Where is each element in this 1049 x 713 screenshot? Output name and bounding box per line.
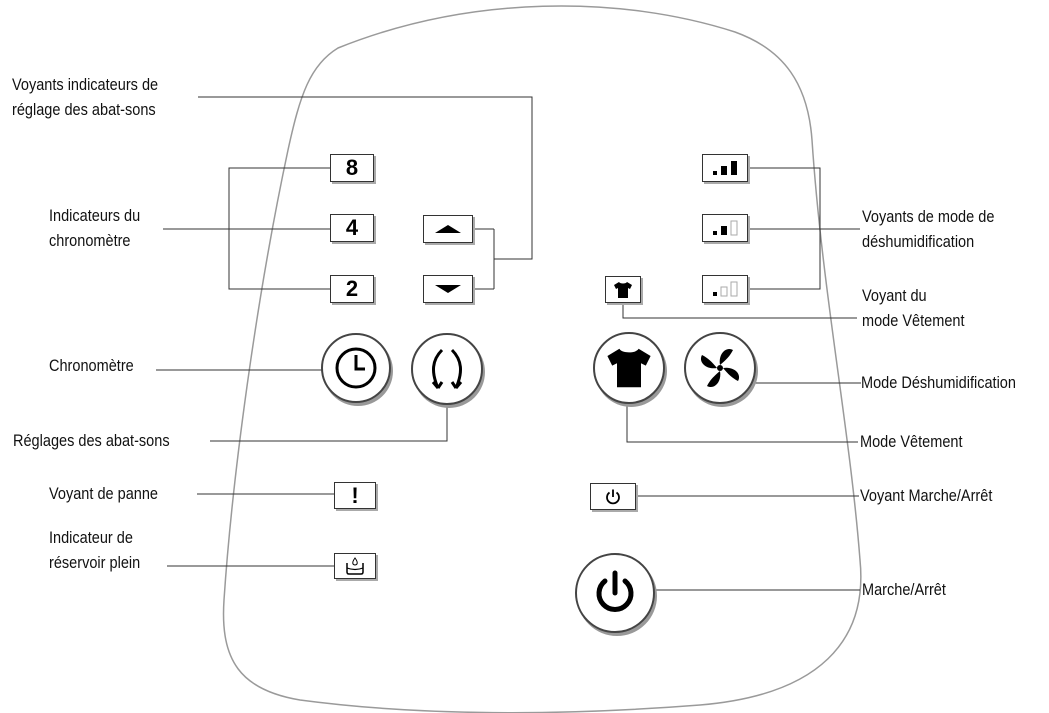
shirt-icon [607, 348, 651, 388]
clothes-light-label: Voyant du mode Vêtement [862, 287, 965, 330]
power-button[interactable] [575, 553, 655, 633]
signal-low-icon [713, 281, 738, 297]
dehum-level-high-indicator [702, 154, 748, 182]
power-icon [596, 570, 634, 612]
timer-indicator-2: 2 [330, 275, 374, 303]
clothes-mode-label: Mode Vêtement [860, 433, 963, 451]
louver-up-indicator [423, 215, 473, 243]
fault-light-label: Voyant de panne [49, 485, 159, 503]
clothes-mode-light [605, 276, 641, 303]
timer-indicator-4: 4 [330, 214, 374, 242]
clothes-mode-button[interactable] [593, 332, 665, 404]
signal-high-icon [713, 161, 737, 175]
arrow-down-icon [435, 285, 461, 293]
dehum-mode-lights-label: Voyants de mode de déshumidification [862, 208, 995, 251]
panel-outline [222, 5, 862, 713]
power-light [590, 483, 636, 510]
dehum-level-low-indicator [702, 275, 748, 303]
shirt-icon [614, 281, 632, 298]
tank-full-label: Indicateur de réservoir plein [49, 529, 141, 572]
louver-icon [431, 348, 463, 389]
clock-icon [335, 347, 377, 389]
arrow-up-icon [435, 225, 461, 233]
timer-button[interactable] [321, 333, 391, 403]
timer-indicators-label: Indicateurs du chronomètre [49, 207, 141, 250]
louver-settings-label: Réglages des abat-sons [13, 432, 170, 450]
dehum-mode-label: Mode Déshumidification [861, 374, 1016, 392]
fan-icon [701, 348, 739, 388]
dehum-level-medium-indicator [702, 214, 748, 242]
dehum-mode-button[interactable] [684, 332, 756, 404]
power-light-label: Voyant Marche/Arrêt [860, 487, 993, 505]
water-tank-icon [346, 557, 364, 575]
signal-medium-icon [713, 220, 738, 236]
tank-full-indicator [334, 553, 376, 579]
fault-light: ! [334, 482, 376, 509]
louver-down-indicator [423, 275, 473, 303]
timer-indicator-8: 8 [330, 154, 374, 182]
louver-button[interactable] [411, 333, 483, 405]
timer-label: Chronomètre [49, 357, 134, 375]
power-label: Marche/Arrêt [862, 581, 946, 599]
power-icon [606, 489, 620, 504]
fan-setting-lights-label: Voyants indicateurs de réglage des abat-… [12, 76, 159, 119]
